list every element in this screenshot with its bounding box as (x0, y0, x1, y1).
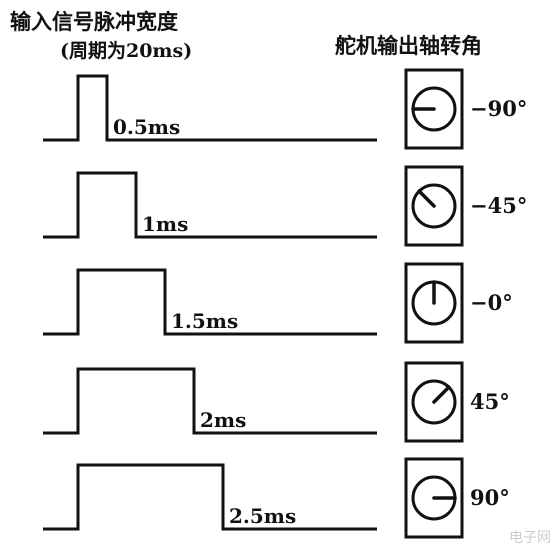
pulse-width-label-2: 1ms (142, 212, 188, 236)
pulse-width-label-4: 2ms (200, 408, 246, 432)
pulse-waveform-5 (43, 463, 377, 531)
output-angle-title: 舵机输出轴转角 (335, 34, 482, 58)
pulse-waveform-1 (43, 74, 377, 142)
angle-label-4: 45° (470, 389, 510, 414)
pulse-waveform-3 (43, 268, 377, 336)
angle-label-2: −45° (470, 193, 527, 218)
period-subtitle: (周期为20ms) (60, 40, 193, 62)
angle-label-1: −90° (470, 96, 527, 121)
dial-needle-2 (417, 189, 436, 208)
angle-label-3: −0° (470, 290, 513, 315)
angle-label-5: 90° (470, 485, 510, 510)
pulse-waveform-4 (43, 367, 377, 435)
watermark: 电子网 (509, 530, 551, 546)
pulse-width-label-3: 1.5ms (171, 309, 238, 333)
dial-needle-4 (432, 385, 451, 404)
pulse-width-label-5: 2.5ms (229, 504, 296, 528)
pulse-width-label-1: 0.5ms (113, 115, 180, 139)
pulse-width-title: 输入信号脉冲宽度 (10, 10, 178, 34)
pulse-waveform-2 (43, 171, 377, 239)
